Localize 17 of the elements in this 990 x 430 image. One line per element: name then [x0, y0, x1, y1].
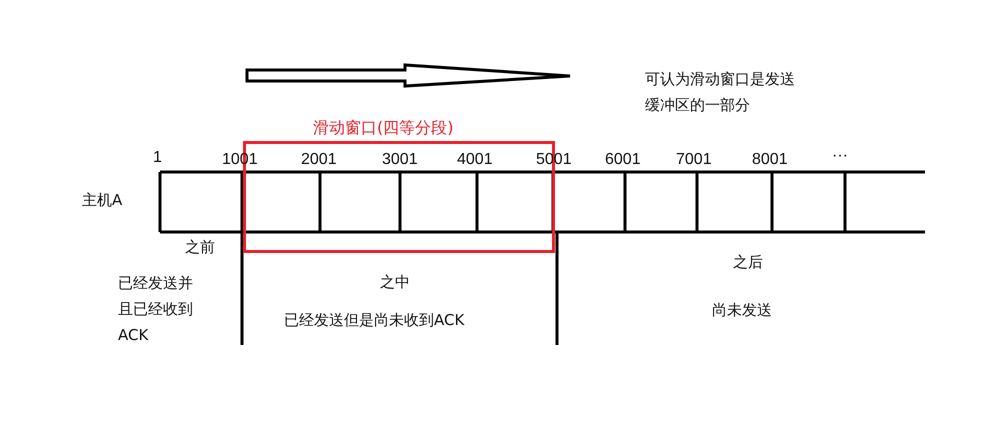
sequence-number: 4001: [457, 150, 493, 170]
window-title: 滑动窗口(四等分段): [313, 117, 454, 139]
sequence-number: 8001: [752, 150, 788, 170]
sequence-number: 6001: [605, 150, 641, 170]
region-label: 之中: [380, 272, 410, 293]
host-label: 主机A: [82, 190, 122, 211]
region-label: 之前: [185, 237, 215, 258]
sequence-number: 3001: [382, 150, 418, 170]
region-label: 之后: [733, 252, 763, 273]
region-description: 已经发送但是尚未收到ACK: [284, 310, 464, 331]
ellipsis: ···: [832, 146, 848, 166]
region-description: 尚未发送: [712, 300, 772, 321]
sequence-number: 1: [153, 148, 162, 168]
sequence-number: 2001: [301, 150, 337, 170]
note-text: 可认为滑动窗口是发送缓冲区的一部分: [645, 69, 796, 116]
region-description: 已经发送并且已经收到ACK: [118, 273, 194, 346]
sequence-number: 7001: [676, 150, 712, 170]
